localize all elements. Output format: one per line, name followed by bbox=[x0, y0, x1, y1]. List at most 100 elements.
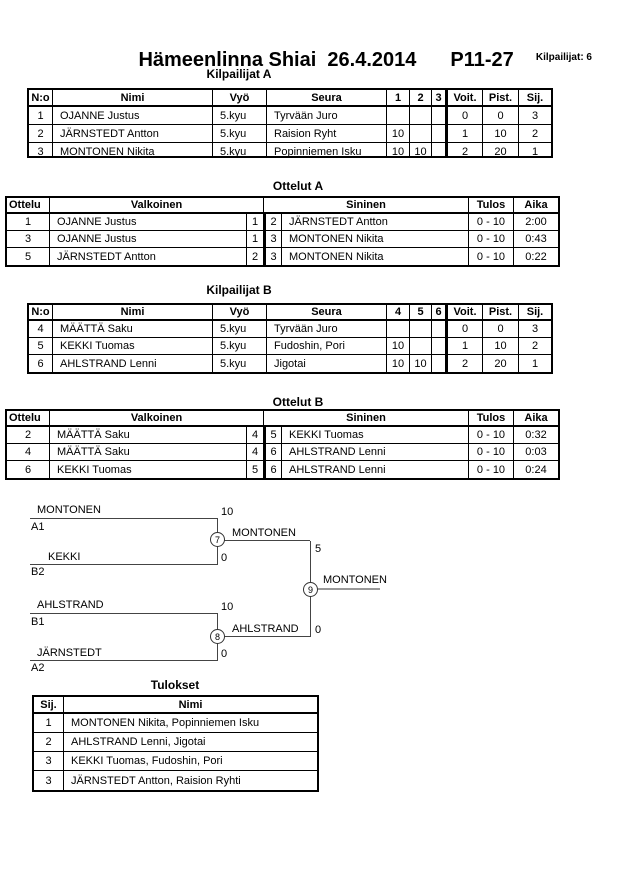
cell: 10 bbox=[483, 125, 519, 143]
cell: MÄÄTTÄ Saku bbox=[50, 444, 247, 461]
bracket-score: 0 bbox=[221, 552, 228, 564]
cell: 1 bbox=[531, 146, 539, 156]
cell: 3 bbox=[7, 231, 50, 248]
cell: 10 bbox=[483, 338, 519, 355]
cell: 0:03 bbox=[514, 444, 558, 461]
cell: 20 bbox=[483, 355, 519, 372]
bracket-line bbox=[30, 613, 218, 614]
cell: 3 bbox=[34, 752, 64, 771]
cell: MONTONEN Nikita bbox=[282, 231, 469, 248]
bracket-seed-name: JÄRNSTEDT bbox=[37, 647, 102, 659]
cell: 2 bbox=[7, 427, 50, 444]
bracket-seed-label: A2 bbox=[31, 662, 45, 674]
cell: 3 bbox=[519, 321, 551, 338]
cell: AHLSTRAND Lenni bbox=[282, 444, 469, 461]
cell: MONTONEN Nikita bbox=[282, 248, 469, 265]
header-cell: Sij. bbox=[34, 697, 64, 714]
cell: 5.kyu bbox=[213, 321, 267, 338]
cell: 5 bbox=[7, 248, 50, 265]
cell: 1 bbox=[531, 357, 539, 370]
cell: 3 bbox=[519, 107, 551, 125]
match-number-circle: 9 bbox=[303, 582, 318, 597]
cell: Tyrvään Juro bbox=[267, 107, 387, 125]
cell: 10 bbox=[410, 143, 432, 156]
cell: KEKKI Tuomas bbox=[50, 461, 247, 478]
cell bbox=[410, 338, 432, 355]
matches-b-table: Ottelu Valkoinen Sininen Tulos Aika 2 MÄ… bbox=[5, 409, 560, 480]
cell: 2 bbox=[519, 125, 551, 143]
header-cell: Aika bbox=[514, 411, 558, 427]
matches-a-table: Ottelu Valkoinen Sininen Tulos Aika 1 OJ… bbox=[5, 196, 560, 267]
header-cell: N:o bbox=[29, 90, 53, 107]
pool-b-table: N:o Nimi Vyö Seura 4 5 6 Voit. Pist. Sij… bbox=[27, 303, 553, 374]
cell: 3 bbox=[264, 231, 282, 248]
pool-a-table: N:o Nimi Vyö Seura 1 2 3 Voit. Pist. Sij… bbox=[27, 88, 553, 158]
matches-a-heading: Ottelut A bbox=[272, 179, 324, 193]
header-cell: Seura bbox=[267, 90, 387, 107]
cell: 0 - 10 bbox=[469, 248, 514, 265]
cell: OJANNE Justus bbox=[53, 107, 213, 125]
cell: 6 bbox=[264, 461, 282, 478]
header-cell: Seura bbox=[267, 305, 387, 321]
cell: 1 bbox=[34, 714, 64, 733]
header-cell: N:o bbox=[29, 305, 53, 321]
bracket-score: 0 bbox=[221, 648, 228, 660]
header-cell: Ottelu bbox=[7, 411, 50, 427]
cell: 5 bbox=[247, 461, 264, 478]
header-cell: 2 bbox=[410, 90, 432, 107]
cell: JÄRNSTEDT Antton bbox=[50, 248, 247, 265]
competitor-count: Kilpailijat: 6 bbox=[535, 52, 592, 63]
cell: 0:22 bbox=[525, 250, 547, 263]
cell bbox=[432, 321, 446, 338]
header-cell: Vyö bbox=[213, 90, 267, 107]
bracket-score: 10 bbox=[221, 506, 234, 518]
page-title: Hämeenlinna Shiai 26.4.2014 P11-27 bbox=[0, 26, 630, 95]
cell bbox=[410, 107, 432, 125]
cell: 1 bbox=[446, 338, 483, 355]
cell: 5.kyu bbox=[213, 355, 267, 372]
cell: JÄRNSTEDT Antton bbox=[282, 214, 469, 231]
header-cell: Nimi bbox=[53, 305, 213, 321]
cell: Popinniemen Isku bbox=[267, 143, 387, 156]
cell bbox=[387, 107, 410, 125]
cell: 3 bbox=[29, 143, 53, 156]
header-cell: 1 bbox=[387, 90, 410, 107]
match-number-circle: 7 bbox=[210, 532, 225, 547]
results-table: Sij. Nimi 1 MONTONEN Nikita, Popinniemen… bbox=[32, 695, 319, 792]
header-cell: 3 bbox=[432, 90, 446, 107]
bracket-seed-name: MONTONEN bbox=[37, 504, 101, 516]
category-label: P11-27 bbox=[450, 49, 514, 71]
cell bbox=[432, 143, 446, 156]
bracket-seed-label: B1 bbox=[31, 616, 45, 628]
bracket-champion-name: MONTONEN bbox=[323, 574, 387, 586]
header-cell: 5 bbox=[410, 305, 432, 321]
cell: 5.kyu bbox=[213, 338, 267, 355]
cell: 5.kyu bbox=[213, 107, 267, 125]
bracket-winner-line bbox=[224, 540, 310, 541]
cell: 2 bbox=[519, 338, 551, 355]
cell: 6 bbox=[29, 355, 53, 372]
cell: 5 bbox=[264, 427, 282, 444]
cell: 10 bbox=[410, 355, 432, 372]
header-cell: Pist. bbox=[483, 305, 519, 321]
cell: MONTONEN Nikita bbox=[53, 143, 213, 156]
bracket-seed-label: A1 bbox=[31, 521, 45, 533]
header-cell: Sininen bbox=[264, 411, 469, 427]
event-title: Hämeenlinna Shiai 26.4.2014 bbox=[138, 49, 417, 71]
cell: Raision Ryht bbox=[267, 125, 387, 143]
cell: JÄRNSTEDT Antton, Raision Ryhti bbox=[71, 774, 241, 787]
header-cell: Tulos bbox=[469, 411, 514, 427]
bracket-line bbox=[30, 518, 218, 519]
cell: 5 bbox=[29, 338, 53, 355]
header-cell: Sininen bbox=[264, 198, 469, 214]
cell: 10 bbox=[387, 355, 410, 372]
cell: KEKKI Tuomas bbox=[53, 338, 213, 355]
cell: 6 bbox=[7, 461, 50, 478]
header-cell: Sij. bbox=[519, 90, 551, 107]
bracket-score: 0 bbox=[315, 624, 322, 636]
cell: MÄÄTTÄ Saku bbox=[50, 427, 247, 444]
cell bbox=[432, 338, 446, 355]
cell: Jigotai bbox=[267, 355, 387, 372]
cell: 0 - 10 bbox=[469, 444, 514, 461]
header-cell: Ottelu bbox=[7, 198, 50, 214]
